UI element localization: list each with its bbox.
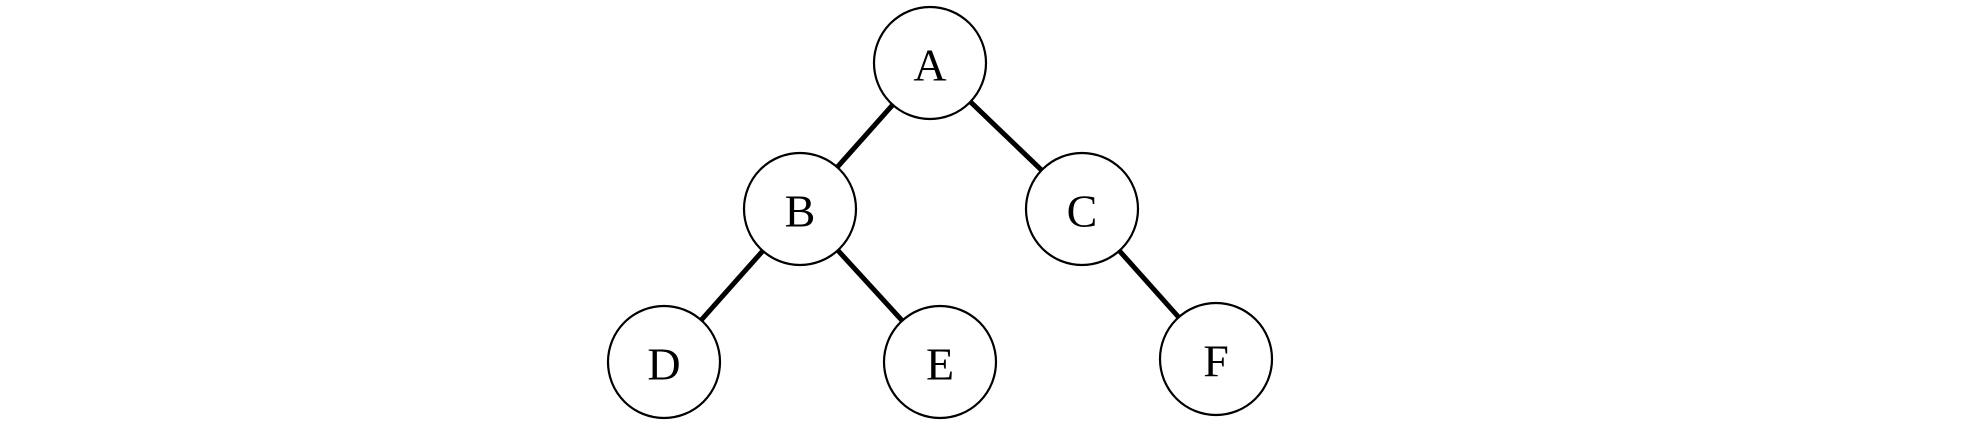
edge-a-b: [835, 103, 895, 169]
node-b-circle[interactable]: [742, 151, 858, 267]
node-c-circle[interactable]: [1024, 151, 1140, 267]
node-a[interactable]: A: [872, 5, 988, 121]
edge-b-d: [699, 249, 765, 322]
node-f-label: F: [1203, 336, 1229, 387]
node-c-label: C: [1067, 186, 1098, 237]
node-d-label: D: [647, 339, 680, 390]
node-layer: A B C D E F: [606, 5, 1274, 420]
node-e-circle[interactable]: [882, 304, 998, 420]
node-c[interactable]: C: [1024, 151, 1140, 267]
node-b-label: B: [785, 186, 816, 237]
node-e[interactable]: E: [882, 304, 998, 420]
edge-c-f: [1117, 249, 1181, 319]
node-a-label: A: [913, 40, 946, 91]
node-f-circle[interactable]: [1158, 301, 1274, 417]
node-e-label: E: [926, 339, 954, 390]
node-b[interactable]: B: [742, 151, 858, 267]
node-d-circle[interactable]: [606, 304, 722, 420]
edge-layer: [699, 99, 1181, 323]
node-f[interactable]: F: [1158, 301, 1274, 417]
edge-b-e: [835, 248, 905, 323]
edge-a-c: [968, 99, 1044, 173]
node-a-circle[interactable]: [872, 5, 988, 121]
node-d[interactable]: D: [606, 304, 722, 420]
